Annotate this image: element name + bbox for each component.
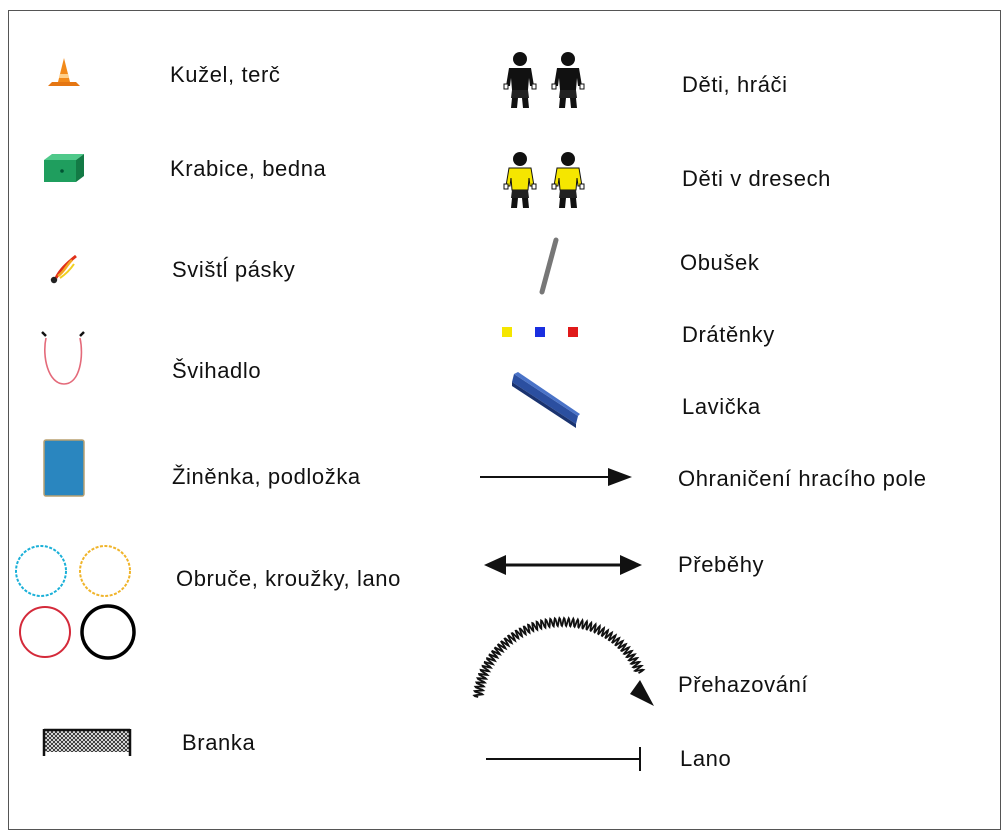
label-players-jersey: Děti v dresech	[682, 166, 832, 191]
baton-icon	[539, 237, 559, 295]
label-throwing: Přehazování	[678, 672, 809, 697]
label-goal: Branka	[182, 730, 256, 755]
label-box: Krabice, bedna	[170, 156, 327, 181]
label-runs: Přeběhy	[678, 552, 765, 577]
label-mat: Žiněnka, podložka	[172, 464, 361, 489]
label-baton: Obušek	[680, 250, 760, 275]
hoops-icon	[15, 545, 136, 660]
wavy-arc-arrow-icon	[472, 616, 654, 706]
label-field-boundary: Ohraničení hracího pole	[678, 466, 927, 491]
legend-frame	[8, 10, 1001, 830]
label-bench: Lavička	[682, 394, 761, 419]
label-ribbon: Svištĺ pásky	[172, 257, 296, 282]
label-markers: Drátěnky	[682, 322, 775, 347]
goal-icon	[42, 728, 132, 756]
players-jersey-icon	[503, 152, 585, 208]
label-players: Děti, hráči	[682, 72, 788, 97]
rope-line-icon	[486, 747, 641, 771]
cone-icon	[48, 58, 80, 86]
mat-icon	[43, 439, 85, 497]
box-icon	[44, 154, 84, 182]
label-cone: Kužel, terč	[170, 62, 281, 87]
players-black-icon	[503, 52, 585, 108]
arrow-right-icon	[480, 468, 632, 486]
jump-rope-icon	[41, 331, 85, 385]
double-arrow-icon	[484, 555, 642, 575]
ribbon-streamer-icon	[50, 254, 77, 284]
bench-icon	[512, 372, 580, 428]
label-rope-line: Lano	[680, 746, 732, 771]
label-hoops: Obruče, kroužky, lano	[176, 566, 401, 591]
label-jump-rope: Švihadlo	[172, 358, 262, 383]
markers-icon	[502, 327, 578, 337]
